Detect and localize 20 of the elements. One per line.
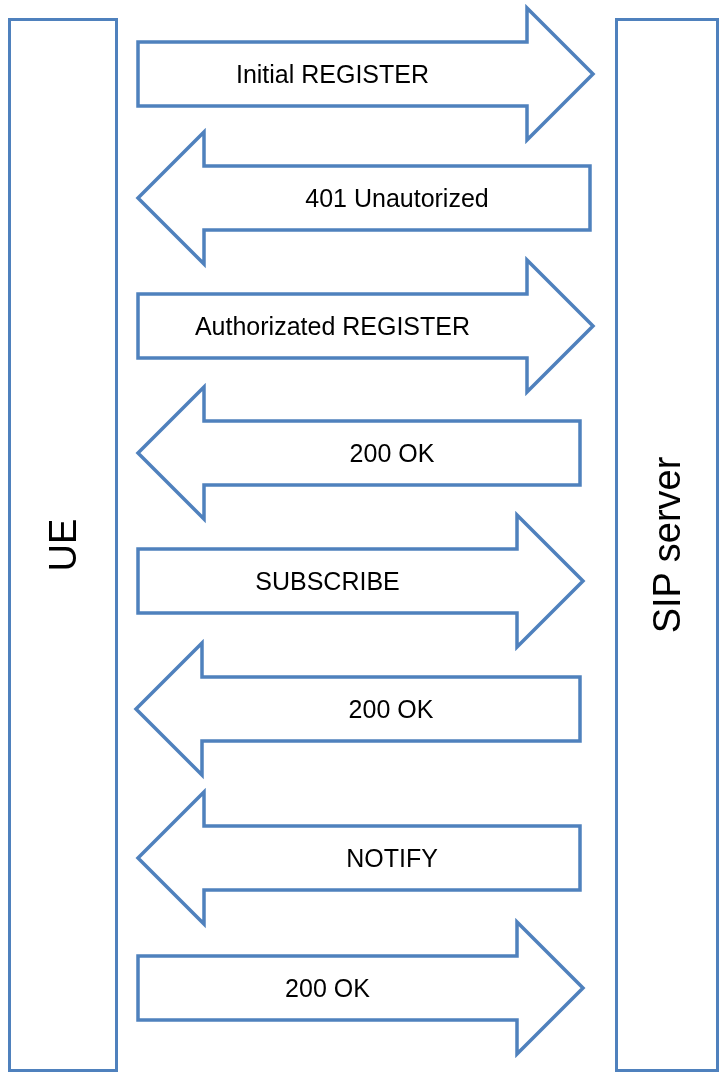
- block-arrow: [136, 255, 596, 397]
- lifeline-label: SIP server: [645, 456, 689, 634]
- edge-label: 401 Unautorized: [305, 183, 489, 213]
- edge-label: Authorizated REGISTER: [194, 311, 471, 341]
- edge-label: 200 OK: [348, 694, 434, 724]
- edge-label: Initial REGISTER: [235, 59, 430, 89]
- block-arrow: [135, 127, 592, 269]
- edge-label: SUBSCRIBE: [255, 566, 400, 596]
- edge-label: NOTIFY: [346, 843, 438, 873]
- block-arrow: [136, 917, 586, 1059]
- edge-label: 200 OK: [285, 973, 370, 1003]
- block-arrow: [136, 3, 596, 145]
- block-arrow: [135, 382, 582, 524]
- block-arrow: [135, 787, 582, 929]
- lifeline-box: [615, 18, 719, 1072]
- edge-label: 200 OK: [349, 438, 435, 468]
- lifeline-label: UE: [41, 518, 85, 572]
- lifeline-box: [8, 18, 118, 1072]
- block-arrow: [133, 638, 582, 780]
- block-arrow: [136, 510, 586, 652]
